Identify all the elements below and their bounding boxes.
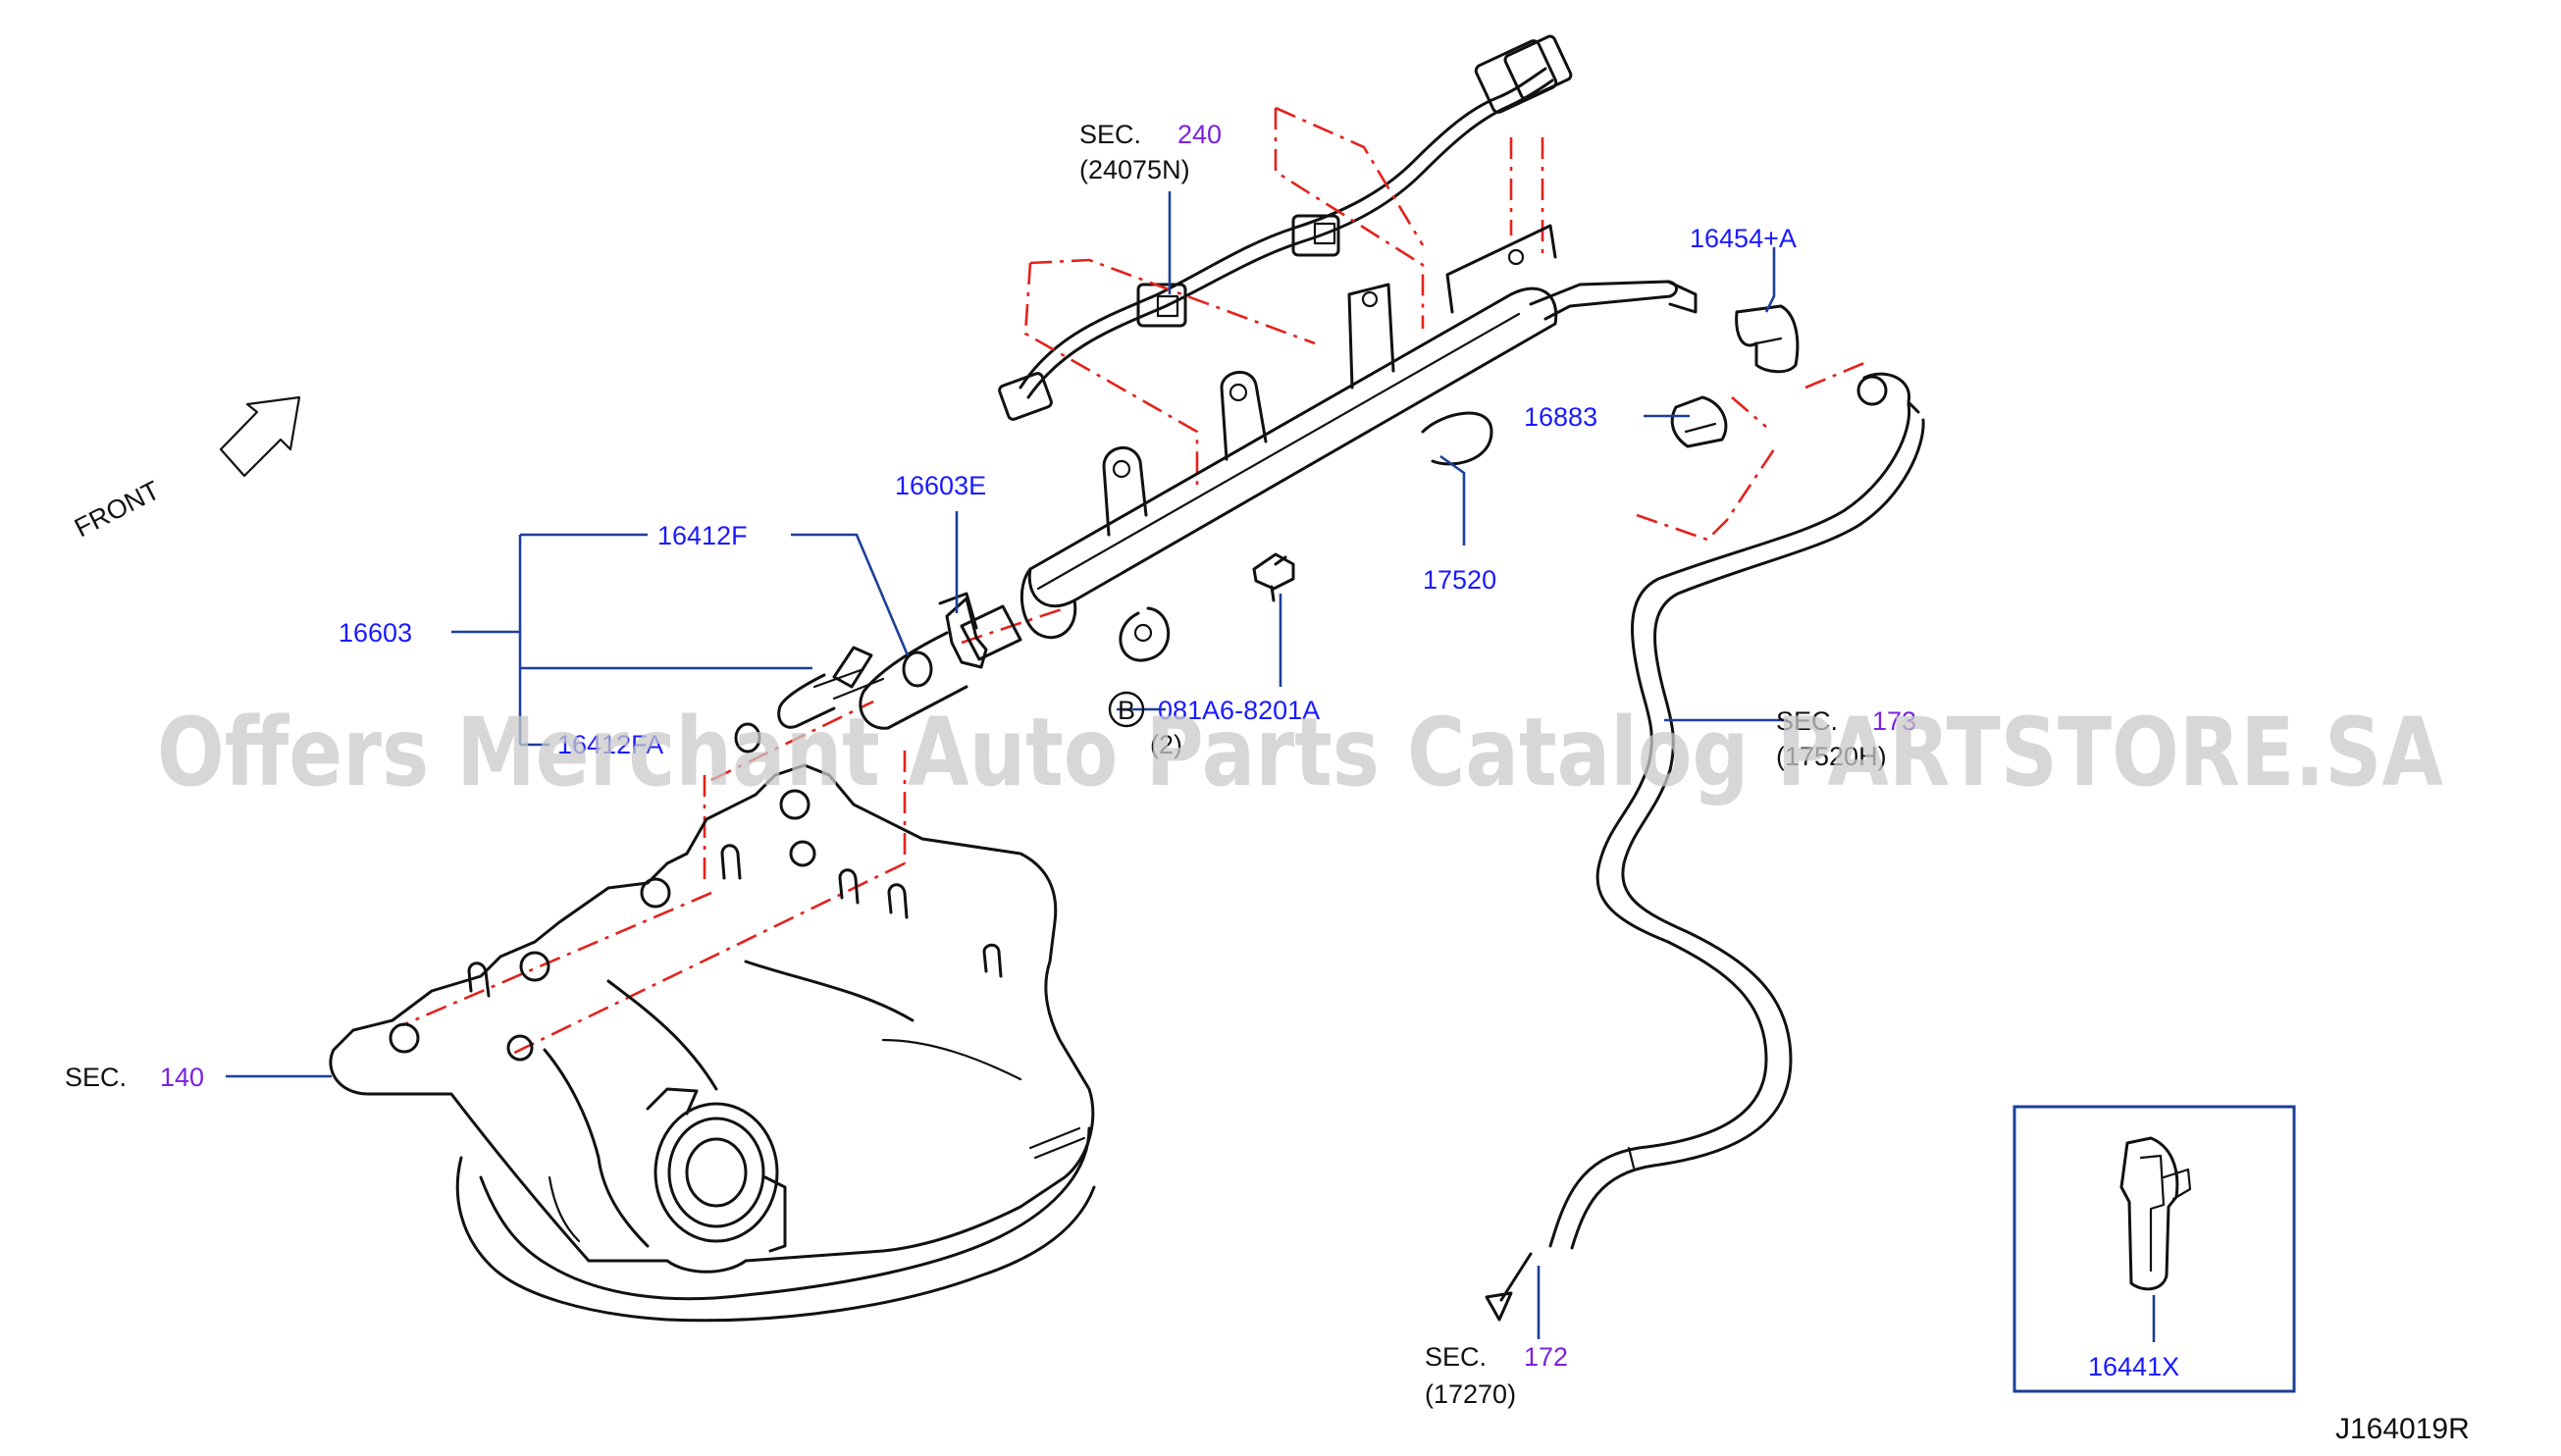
diagram-id: J164019R: [2335, 1413, 2470, 1445]
front-arrow-icon: [219, 395, 301, 478]
detail-box-16441x: [2012, 1105, 2296, 1393]
label-16412f: 16412F: [657, 521, 748, 550]
label-16603: 16603: [339, 618, 412, 648]
sec-172-number: 172: [1524, 1342, 1568, 1372]
label-16454a: 16454+A: [1690, 224, 1797, 253]
label-bolt-qty: (2): [1150, 730, 1182, 759]
bolt-081a6: [1252, 552, 1295, 602]
phantom-lines: [401, 106, 1865, 1057]
o-ring-16412f: [902, 650, 933, 688]
clip-16454a: [1735, 304, 1800, 374]
label-bolt-081a6: 081A6-8201A: [1158, 696, 1320, 725]
o-ring-16412fa: [734, 722, 761, 754]
leader-lines: [226, 191, 2156, 1342]
sec-173-prefix: SEC.: [1776, 706, 1838, 736]
sec-240-prefix: SEC.: [1079, 120, 1141, 149]
fuel-rail: [1019, 224, 1698, 662]
sec-240-number: 240: [1177, 120, 1222, 149]
front-indicator: FRONT: [70, 395, 301, 543]
label-16883: 16883: [1524, 402, 1597, 432]
sec-173-number: 173: [1872, 706, 1916, 736]
bolt-callout-circle: [1108, 691, 1145, 728]
label-16603e: 16603E: [895, 471, 986, 500]
sec-173-ref: (17520H): [1776, 742, 1887, 771]
sec-140-prefix: SEC.: [65, 1063, 127, 1092]
label-17520: 17520: [1423, 565, 1496, 595]
fuel-injector: [777, 592, 1022, 730]
bolt-circle-letter: B: [1118, 696, 1135, 725]
sec-240-ref: (24075N): [1079, 155, 1190, 184]
sec-172-ref: (17270): [1425, 1379, 1516, 1409]
watermark: Offers Merchant Auto Parts Catalog PARTS…: [157, 698, 2443, 807]
label-16412fa: 16412FA: [557, 730, 663, 759]
intake-manifold: [329, 763, 1096, 1323]
sec-140-number: 140: [160, 1063, 204, 1092]
fuel-hose: [1485, 372, 1925, 1322]
injector-wiring-harness: [998, 34, 1573, 421]
sec-172-prefix: SEC.: [1425, 1342, 1487, 1372]
front-label: FRONT: [70, 475, 164, 543]
clip-16883: [1670, 395, 1728, 448]
clip-16603e: [945, 597, 988, 669]
label-16441x: 16441X: [2088, 1352, 2179, 1381]
